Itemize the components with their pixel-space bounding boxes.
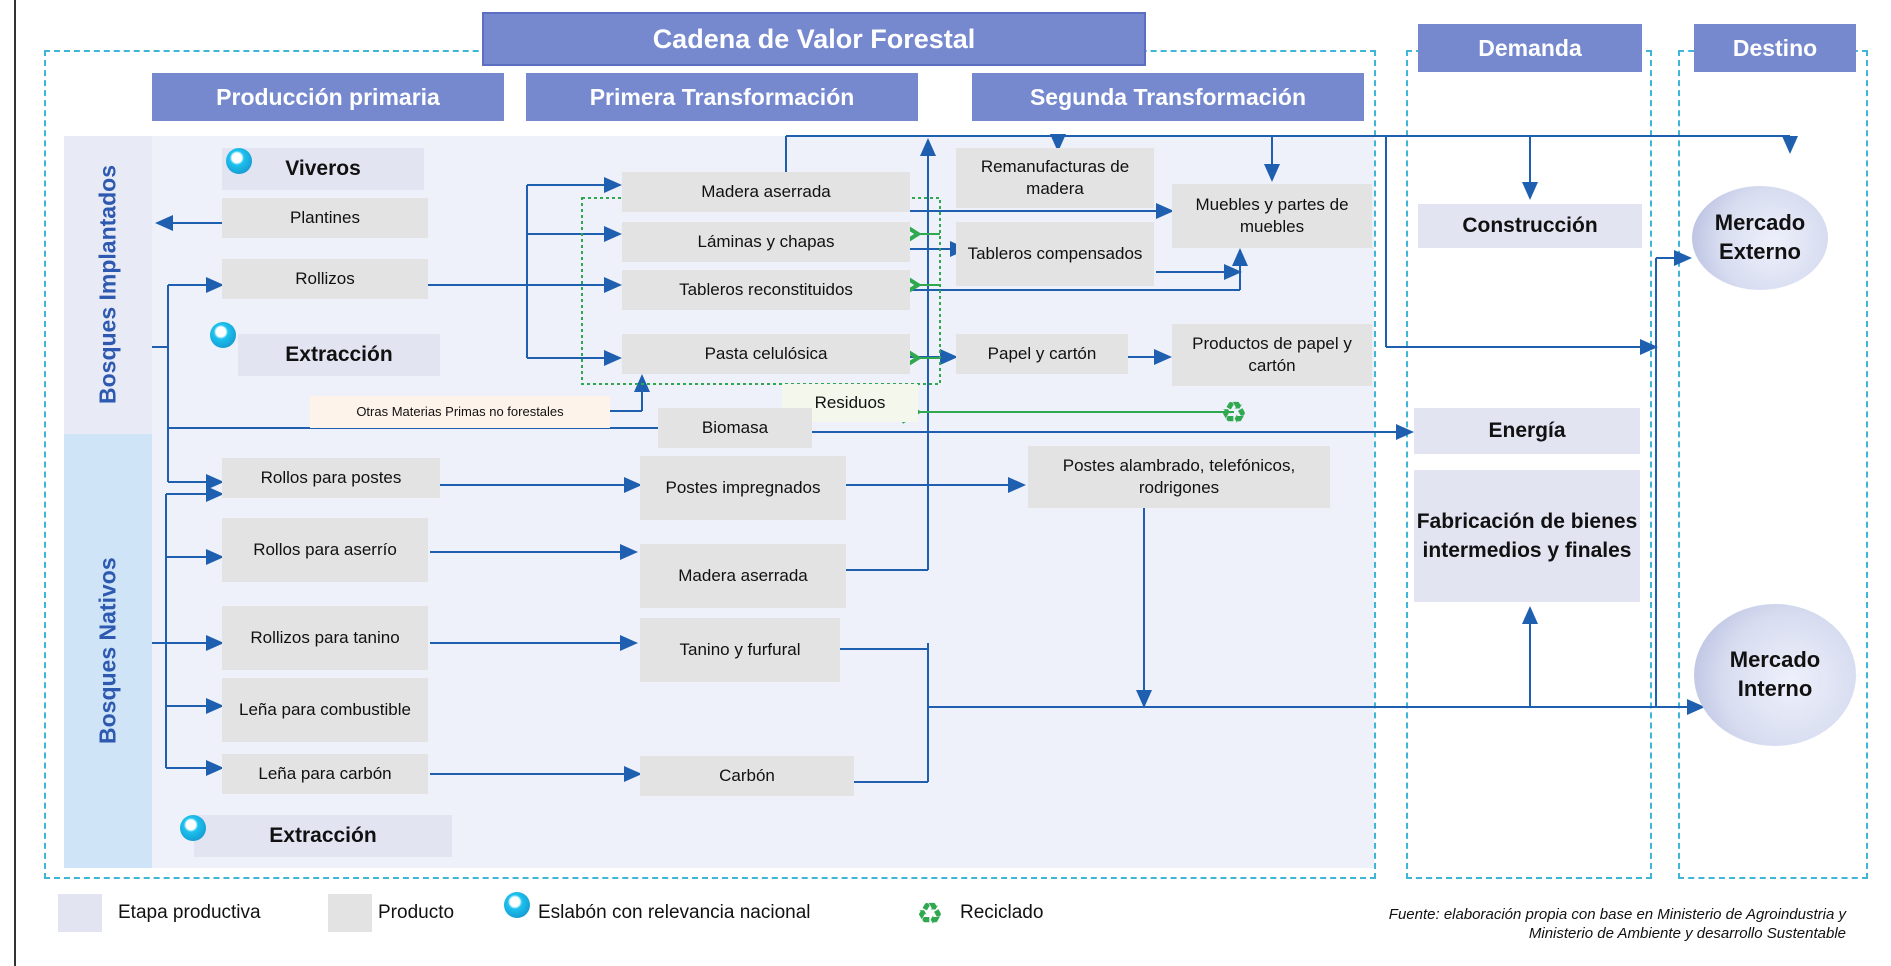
product-carbon: Carbón: [640, 756, 854, 796]
national-relevance-icon: [504, 892, 530, 918]
stage-extraccion-implantados: Extracción: [238, 334, 440, 376]
product-tableros-compensados: Tableros compensados: [956, 222, 1154, 286]
product-lena-carbon: Leña para carbón: [222, 754, 428, 794]
product-tableros-reconstituidos: Tableros reconstituidos: [622, 270, 910, 310]
product-tanino-furfural: Tanino y furfural: [640, 618, 840, 682]
destination-mercado-externo: Mercado Externo: [1692, 186, 1828, 290]
recycle-icon: ♻: [1220, 396, 1248, 430]
product-lena-combustible: Leña para combustible: [222, 678, 428, 742]
product-laminas-chapas: Láminas y chapas: [622, 222, 910, 262]
product-muebles: Muebles y partes de muebles: [1172, 184, 1372, 248]
product-madera-aserrada: Madera aserrada: [622, 172, 910, 212]
national-relevance-icon: [226, 148, 252, 174]
product-rollizos: Rollizos: [222, 259, 428, 299]
product-plantines: Plantines: [222, 198, 428, 238]
header-demanda: Demanda: [1418, 24, 1642, 72]
source-note: Fuente: elaboración propia con base en M…: [1130, 906, 1846, 944]
legend-reciclado-label: Reciclado: [960, 902, 1044, 923]
left-frame-line: [14, 0, 16, 966]
chart-title: Cadena de Valor Forestal: [482, 12, 1146, 66]
stage-extraccion-nativos: Extracción: [194, 815, 452, 857]
legend-eslabon-label: Eslabón con relevancia nacional: [538, 902, 811, 923]
header-produccion-primaria: Producción primaria: [152, 73, 504, 121]
legend-producto-label: Producto: [378, 902, 455, 923]
product-pasta-celulosica: Pasta celulósica: [622, 334, 910, 374]
product-remanufacturas: Remanufacturas de madera: [956, 148, 1154, 208]
national-relevance-icon: [210, 322, 236, 348]
national-relevance-icon: [180, 815, 206, 841]
source-line-1: Fuente: elaboración propia con base en M…: [1388, 906, 1846, 923]
product-rollos-postes: Rollos para postes: [222, 458, 440, 498]
legend-etapa-label: Etapa productiva: [118, 902, 261, 923]
destination-mercado-interno: Mercado Interno: [1694, 604, 1856, 746]
product-postes-impregnados: Postes impregnados: [640, 456, 846, 520]
product-postes-alambrado: Postes alambrado, telefónicos, rodrigone…: [1028, 446, 1330, 508]
product-rollos-aserrio: Rollos para aserrío: [222, 518, 428, 582]
demand-fabricacion: Fabricación de bienes intermedios y fina…: [1414, 470, 1640, 602]
demand-construccion: Construcción: [1418, 204, 1642, 248]
product-productos-papel: Productos de papel y cartón: [1172, 324, 1372, 386]
product-madera-aserrada-nativos: Madera aserrada: [640, 544, 846, 608]
header-segunda-transformacion: Segunda Transformación: [972, 73, 1364, 121]
product-papel-carton: Papel y cartón: [956, 334, 1128, 374]
side-implantados-band: [64, 136, 152, 434]
side-nativos-band: [64, 434, 152, 868]
demand-energia: Energía: [1414, 408, 1640, 454]
source-line-2: Ministerio de Ambiente y desarrollo Sust…: [1528, 924, 1846, 942]
legend-producto-swatch: [328, 894, 372, 932]
legend-etapa-swatch: [58, 894, 102, 932]
header-primera-transformacion: Primera Transformación: [526, 73, 918, 121]
product-biomasa: Biomasa: [658, 408, 812, 448]
product-otras-materias-primas: Otras Materias Primas no forestales: [310, 396, 610, 428]
stage-viveros: Viveros: [222, 148, 424, 190]
legend-recycle-icon: ♻: [916, 897, 944, 931]
header-destino: Destino: [1694, 24, 1856, 72]
product-rollizos-tanino: Rollizos para tanino: [222, 606, 428, 670]
